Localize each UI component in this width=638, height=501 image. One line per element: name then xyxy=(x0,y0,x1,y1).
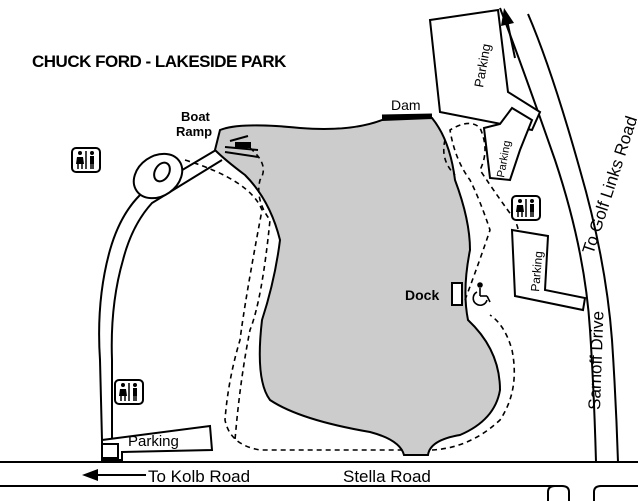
dam-label: Dam xyxy=(391,97,421,113)
restroom-icon xyxy=(511,195,541,221)
boat-ramp-label-line2: Ramp xyxy=(176,124,212,139)
stella-road-label: Stella Road xyxy=(343,467,431,486)
boat-ramp-label-line1: Boat xyxy=(181,109,211,124)
boat-ramp-road xyxy=(98,149,223,441)
trail-west xyxy=(184,159,404,451)
restroom-icon xyxy=(114,379,144,405)
map-title: CHUCK FORD - LAKESIDE PARK xyxy=(32,52,287,71)
parking-lot-north xyxy=(428,8,542,132)
trail-east xyxy=(449,122,520,301)
curb-1 xyxy=(547,485,570,501)
roads xyxy=(0,7,638,501)
dock-structure xyxy=(451,282,463,306)
to-kolb-road-label: To Kolb Road xyxy=(148,467,250,486)
wheelchair-accessible-icon xyxy=(472,282,491,306)
parking-booth xyxy=(101,443,119,459)
arrow-left-icon xyxy=(82,469,146,481)
trail-inner-west xyxy=(234,147,271,441)
parking-label-east: Parking xyxy=(528,251,545,293)
sarnoff-drive-right-edge xyxy=(527,13,619,463)
sarnoff-drive-label: Sarnoff Drive xyxy=(585,311,607,411)
dam-structure xyxy=(381,113,433,120)
curb-2 xyxy=(593,485,638,501)
parking-lot-south xyxy=(101,424,214,461)
parking-label-south: Parking xyxy=(128,433,179,450)
trail-dam-spur xyxy=(442,139,456,176)
trails xyxy=(184,122,520,451)
lake xyxy=(213,116,502,456)
parking-lots xyxy=(101,8,587,461)
boat-ramp-icon xyxy=(224,135,259,158)
parking-lot-northeast xyxy=(482,106,534,182)
arrow-up-icon xyxy=(501,8,516,59)
parking-lot-east xyxy=(510,228,587,312)
restroom-icon xyxy=(71,147,101,173)
sarnoff-drive-left-edge xyxy=(499,7,597,463)
to-golf-links-road-label: To Golf Links Road xyxy=(579,114,638,256)
dock-label: Dock xyxy=(405,287,439,303)
